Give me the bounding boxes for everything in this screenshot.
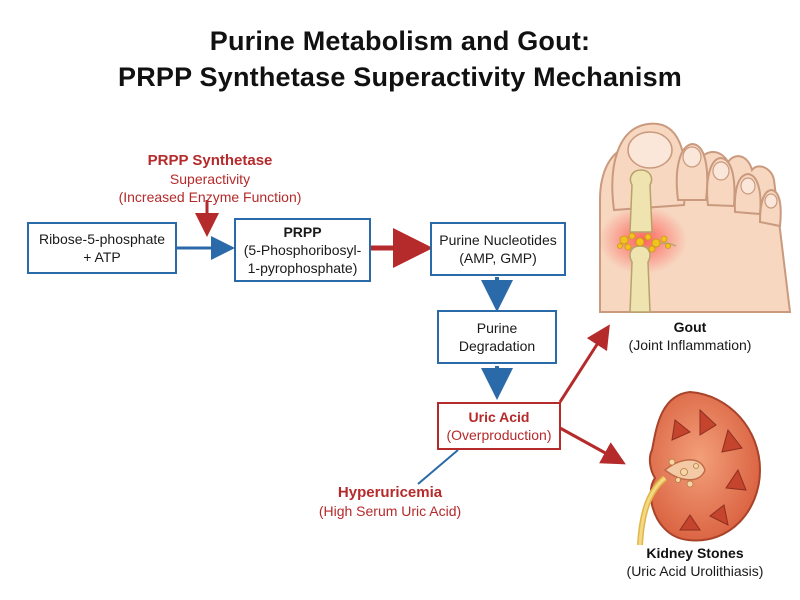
kidney-stones-name: Kidney Stones: [646, 545, 744, 561]
enzyme-activity: Superactivity: [169, 171, 251, 187]
kidney-stones-label: Kidney Stones (Uric Acid Urolithiasis): [600, 544, 790, 580]
hyperuricemia-desc: (High Serum Uric Acid): [318, 503, 462, 519]
enzyme-label: PRPP Synthetase Superactivity (Increased…: [110, 152, 310, 206]
page-subtitle: PRPP Synthetase Superactivity Mechanism: [117, 62, 683, 92]
ribose-box: Ribose-5-phosphate + ATP: [27, 222, 177, 274]
prpp-box: PRPP (5-Phosphoribosyl- 1-pyrophosphate): [234, 218, 371, 282]
hyperuricemia-label: Hyperuricemia (High Serum Uric Acid): [300, 484, 480, 520]
hyperuricemia-connector: [417, 449, 459, 485]
foot-illustration: [599, 122, 792, 313]
uric-acid-title: Uric Acid: [468, 409, 530, 425]
ribose-line1: Ribose-5-phosphate: [38, 231, 166, 247]
enzyme-description: (Increased Enzyme Function): [118, 189, 302, 205]
uric-acid-desc: (Overproduction): [446, 427, 552, 443]
uricacid-to-kidney-arrow: [559, 426, 626, 465]
prpp-line3: 1-pyrophosphate): [247, 260, 358, 276]
purine-nucleotides-box: Purine Nucleotides (AMP, GMP): [430, 222, 566, 276]
kidney-stones-desc: (Uric Acid Urolithiasis): [626, 563, 764, 579]
enzyme-name: PRPP Synthetase: [147, 152, 273, 169]
uricacid-to-gout-arrow: [558, 324, 610, 403]
degradation-line1: Purine: [476, 320, 518, 336]
uric-acid-box: Uric Acid (Overproduction): [437, 402, 561, 450]
hyperuricemia-name: Hyperuricemia: [337, 484, 443, 501]
purine-degradation-box: Purine Degradation: [437, 310, 557, 364]
nucleotides-line1: Purine Nucleotides: [439, 232, 557, 248]
degradation-line2: Degradation: [458, 338, 536, 354]
ribose-line2: + ATP: [83, 249, 121, 265]
kidney-illustration: [637, 390, 762, 546]
gout-label: Gout (Joint Inflammation): [610, 318, 770, 354]
prpp-title: PRPP: [283, 224, 322, 240]
prpp-line2: (5-Phosphoribosyl-: [243, 242, 362, 258]
page-title: Purine Metabolism and Gout:: [209, 26, 591, 56]
nucleotides-line2: (AMP, GMP): [459, 250, 537, 266]
gout-name: Gout: [673, 319, 707, 335]
gout-desc: (Joint Inflammation): [628, 337, 752, 353]
